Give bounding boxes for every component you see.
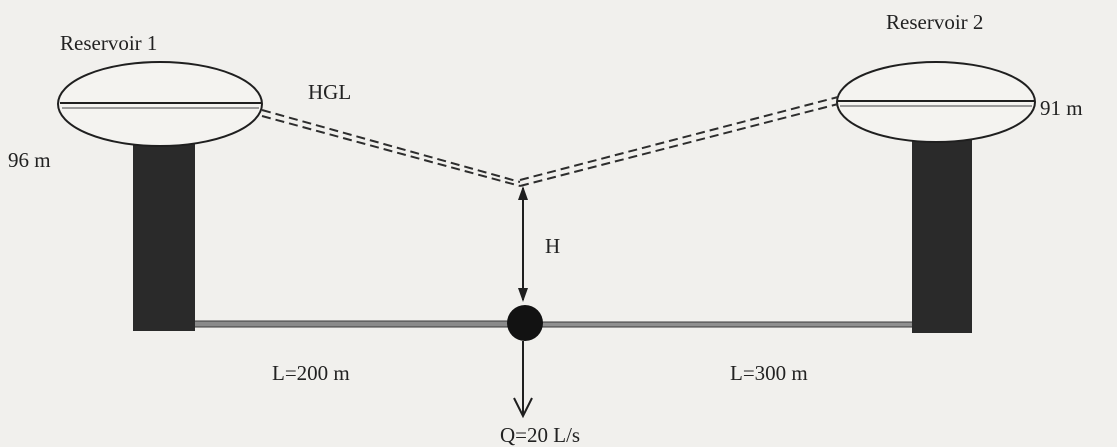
hgl-line-1 [261,109,521,187]
head-arrow-top [518,186,528,200]
reservoir-1-elevation-label: 96 m [8,148,51,172]
junction-node [507,305,543,341]
reservoir-1-label: Reservoir 1 [60,31,158,55]
pipe-2-length-label: L=300 m [730,361,808,385]
head-label: H [545,234,561,258]
pipe-2 [529,321,916,328]
hgl-line-2 [519,96,839,187]
reservoir-2-label: Reservoir 2 [886,10,984,34]
pipe-1 [189,320,521,328]
reservoir-1-tower [133,143,195,331]
head-arrow-bottom [518,288,528,302]
reservoir-2-elevation-label: 91 m [1040,96,1083,120]
outflow-label: Q=20 L/s [500,423,581,447]
pipe-1-length-label: L=200 m [272,361,350,385]
outflow-arrowhead [513,397,533,419]
hgl-label: HGL [308,80,352,104]
reservoir-2-tower [912,140,972,333]
